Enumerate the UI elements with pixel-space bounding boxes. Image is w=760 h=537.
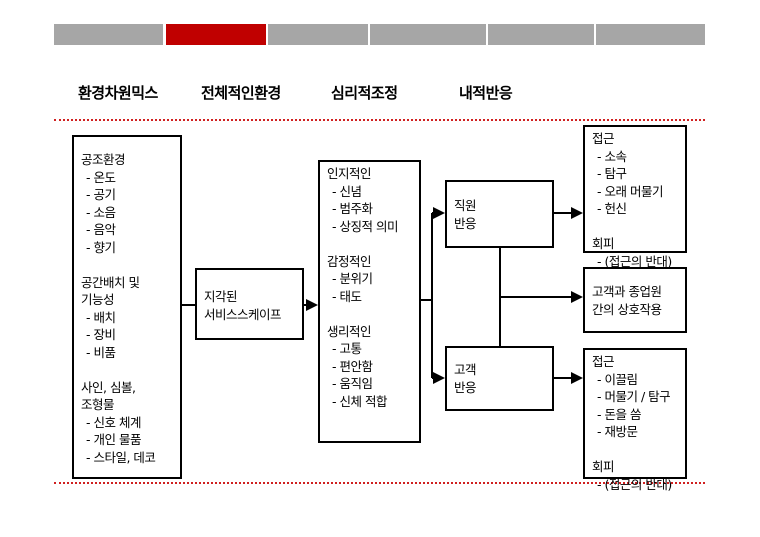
nav-segment-4[interactable] — [370, 24, 486, 45]
group-heading: 반응 — [454, 215, 477, 231]
group-item: - 고통 — [332, 341, 362, 356]
group-item: - 탐구 — [597, 166, 627, 181]
group-item: - (접근의 반대) — [597, 253, 672, 269]
group-heading: 회피 — [592, 459, 615, 474]
box-group: 감정적인 - 분위기 - 태도 — [327, 253, 419, 306]
column-heading-overall: 전체적인환경 — [201, 84, 281, 102]
group-heading: 지각된 — [204, 289, 238, 304]
group-item: - 장비 — [86, 327, 116, 342]
group-item: - 움직임 — [332, 376, 373, 391]
box-group: 생리적인 - 고통 - 편안함 - 움직임 - 신체 적합 — [327, 323, 419, 411]
group-item: - 태도 — [332, 288, 362, 304]
group-heading: 반응 — [454, 379, 477, 395]
group-item: - 향기 — [86, 239, 116, 255]
group-item: - 신체 적합 — [332, 393, 387, 409]
group-heading: 고객 — [454, 362, 477, 377]
group-item: - (접근의 반대) — [597, 476, 672, 492]
group-item: - 배치 — [86, 309, 116, 325]
group-item: - 오래 머물기 — [597, 183, 663, 199]
group-item: - 소음 — [86, 204, 116, 220]
group-heading: 접근 — [592, 131, 615, 146]
box-group: 회피 - (접근의 반대) — [592, 458, 685, 493]
group-item: - 범주화 — [332, 201, 373, 216]
group-heading: 기능성 — [81, 292, 115, 307]
box-group: 접근 - 이끌림 - 머물기 / 탐구 - 돈을 씀 - 재방문 — [592, 353, 685, 441]
group-heading: 공간배치 및 — [81, 274, 140, 290]
group-item: - 소속 — [597, 148, 627, 164]
box-group: 회피 - (접근의 반대) — [592, 235, 685, 270]
group-item: - 비품 — [86, 344, 116, 360]
group-item: - 재방문 — [597, 424, 638, 439]
group-item: - 상징적 의미 — [332, 218, 398, 234]
group-heading: 접근 — [592, 354, 615, 369]
group-item: - 이끌림 — [597, 371, 638, 387]
group-item: - 개인 물품 — [86, 432, 141, 447]
group-item: - 신호 체계 — [86, 414, 141, 430]
group-heading: 공조환경 — [81, 152, 126, 167]
column-heading-environment: 환경차원믹스 — [78, 84, 158, 102]
group-item: - 공기 — [86, 187, 116, 202]
nav-segment-1[interactable] — [54, 24, 163, 45]
group-item: - 온도 — [86, 169, 116, 185]
group-item: - 헌신 — [597, 201, 627, 216]
group-item: - 편안함 — [332, 358, 373, 374]
group-heading: 직원 — [454, 198, 477, 213]
group-heading: 간의 상호작용 — [592, 301, 662, 317]
box-group: 인지적인 - 신념 - 범주화 - 상징적 의미 — [327, 165, 419, 235]
group-heading: 생리적인 — [327, 323, 372, 339]
column-heading-response: 내적반응 — [459, 84, 513, 102]
group-item: - 스타일, 데코 — [86, 449, 156, 465]
box-group: 접근 - 소속 - 탐구 - 오래 머물기 - 헌신 — [592, 130, 685, 218]
group-heading: 감정적인 — [327, 253, 372, 269]
group-heading: 고객과 종업원 — [592, 284, 662, 299]
group-item: - 분위기 — [332, 271, 373, 286]
group-item: - 머물기 / 탐구 — [597, 389, 671, 404]
divider-bottom — [54, 482, 705, 484]
group-heading: 인지적인 — [327, 166, 372, 181]
group-heading: 사인, 심볼, — [81, 379, 136, 395]
column-heading-psych: 심리적조정 — [331, 84, 398, 102]
nav-segment-2-active[interactable] — [166, 24, 266, 45]
group-heading: 서비스스케이프 — [204, 306, 282, 322]
nav-segment-6[interactable] — [596, 24, 705, 45]
nav-segment-3[interactable] — [268, 24, 368, 45]
box-group: 공조환경 - 온도 - 공기 - 소음 - 음악 - 향기 — [81, 151, 180, 256]
group-heading: 조형물 — [81, 397, 115, 412]
group-heading: 회피 — [592, 236, 615, 251]
group-item: - 음악 — [86, 222, 116, 237]
box-group: 사인, 심볼, 조형물 - 신호 체계 - 개인 물품 - 스타일, 데코 — [81, 379, 180, 467]
group-item: - 돈을 씀 — [597, 406, 641, 422]
nav-segment-5[interactable] — [488, 24, 594, 45]
group-item: - 신념 — [332, 183, 362, 199]
divider-top — [54, 119, 705, 121]
